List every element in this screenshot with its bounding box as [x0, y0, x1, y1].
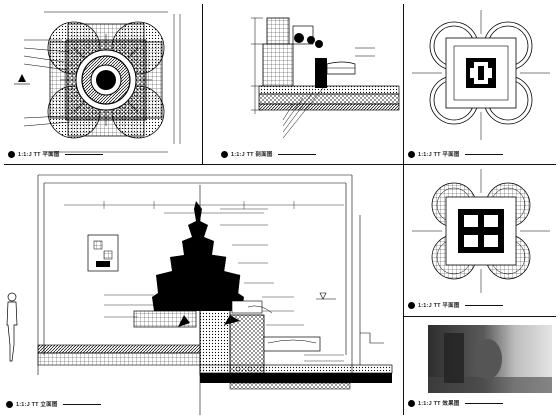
caption-underline [464, 304, 503, 306]
caption-underline [464, 402, 503, 404]
main-elevation-panel: 1:1:J TT 立面图 [4, 165, 403, 416]
layout-plan-top-drawing [412, 10, 550, 140]
divider-right-column [403, 165, 404, 415]
main-elevation-drawing [6, 174, 393, 415]
divider-horizontal-1 [4, 164, 556, 165]
detail-inset [87, 234, 119, 272]
caption-underline [464, 153, 503, 155]
human-scale-figure-icon [6, 292, 18, 362]
caption-underline [277, 153, 316, 155]
caption-bullet-icon [8, 150, 15, 158]
small-section-panel: 1:1:J TT 剖面图 [203, 4, 403, 164]
divider-top-1 [202, 4, 203, 164]
north-arrow-icon [14, 74, 30, 85]
caption-structure-plan: 1:1:J TT 平面图 [408, 301, 503, 309]
caption-bullet-icon [408, 150, 415, 158]
paving-plan-drawing [14, 11, 181, 153]
level-marker-icon [316, 292, 336, 300]
caption-bullet-icon [6, 400, 13, 408]
structure-plan-drawing [412, 169, 550, 293]
structure-plan-panel: 1:1:J TT 平面图 [404, 165, 556, 316]
small-section-drawing [251, 17, 400, 139]
photo-panel: 1:1:J TT 效果图 [404, 317, 556, 416]
caption-underline [62, 403, 101, 405]
caption-paving-plan: 1:1:J TT 平面图 [8, 150, 103, 158]
paving-plan-panel: 1:1:J TT 平面图 [4, 4, 202, 164]
caption-bullet-icon [408, 399, 415, 407]
caption-bullet-icon [221, 150, 228, 158]
layout-plan-top-panel: 1:1:J TT 平面图 [404, 4, 556, 164]
caption-small-section: 1:1:J TT 剖面图 [221, 150, 316, 158]
fountain-photo [428, 325, 552, 393]
caption-layout-plan-top: 1:1:J TT 平面图 [408, 150, 503, 158]
caption-main-elevation: 1:1:J TT 立面图 [6, 400, 101, 408]
caption-underline [64, 153, 103, 155]
divider-top-2 [403, 4, 404, 164]
divider-horizontal-2 [403, 316, 556, 317]
caption-photo: 1:1:J TT 效果图 [408, 399, 503, 407]
caption-bullet-icon [408, 301, 415, 309]
